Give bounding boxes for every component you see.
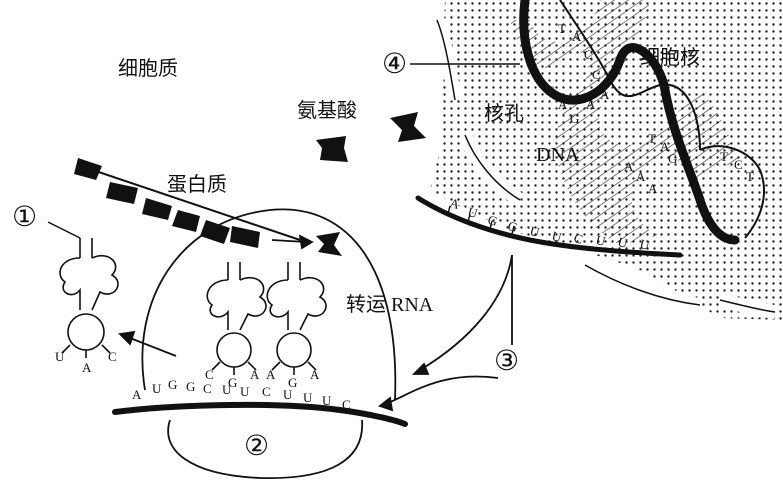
cytoplasm-mrna-base: C (203, 381, 212, 396)
dna-helix (510, 0, 765, 245)
trna-left-base: U (55, 349, 65, 364)
cytoplasm-mrna-base: U (322, 393, 332, 408)
dna-base: A (558, 97, 568, 112)
marker-4: ④ (382, 47, 408, 80)
cytoplasm-mrna-base: U (283, 387, 293, 402)
nuclear-mrna-strand (415, 195, 683, 258)
cytoplasm-mrna-base: G (186, 379, 196, 394)
trna-left-base: C (108, 349, 117, 364)
dna-base: A (572, 29, 582, 44)
nuclear-envelope (430, 17, 777, 319)
trna-left-base: A (82, 360, 92, 375)
dna-base: A (600, 87, 610, 102)
trna-middle-base: A (250, 367, 260, 382)
dna-base: A (624, 159, 634, 174)
marker-3: ③ (494, 344, 520, 377)
dna-base: T (720, 149, 728, 164)
marker-1: ① (12, 200, 38, 233)
dna-base: C (546, 83, 555, 98)
cytoplasm-mrna-base: U (240, 384, 250, 399)
arrows (118, 234, 513, 412)
trna-right-base: A (310, 367, 320, 382)
cytoplasm-mrna-base: A (132, 387, 142, 402)
dna-base: A (586, 97, 596, 112)
cytoplasm-mrna-base: C (262, 384, 271, 399)
cytoplasm-mrna-base: U (222, 382, 232, 397)
trna-middle (206, 262, 267, 375)
cytoplasm-mrna-base: G (168, 377, 178, 392)
cytoplasm-mrna-strand (112, 401, 408, 427)
nucleus-label: 细胞核 (640, 45, 700, 69)
ribosome (141, 208, 397, 479)
dna-base: A (636, 169, 646, 184)
amino-acid-label: 氨基酸 (297, 98, 357, 122)
dna-base: C (584, 47, 593, 62)
dna-base: T (648, 131, 656, 146)
leader-lines (47, 63, 520, 239)
trna-right (266, 262, 327, 375)
polypeptide-chain (74, 158, 301, 248)
dna-base: T (558, 21, 566, 36)
cytoplasm-mrna-base: C (342, 397, 351, 412)
nuclear-mrna-bases-stubs (447, 205, 515, 235)
marker-2: ② (244, 429, 270, 462)
ribosome-large-subunit (141, 208, 397, 401)
trna-right-base: A (266, 367, 276, 382)
ribosome-small-subunit (167, 419, 363, 479)
trna-middle-base: C (205, 367, 214, 382)
cytoplasm-mrna-base: U (152, 381, 162, 396)
dna-base: G (668, 151, 678, 166)
free-amino-acids (316, 112, 426, 256)
trna-right-base: G (288, 375, 298, 390)
dna-label: DNA (536, 144, 580, 166)
dna-base: G (570, 111, 580, 126)
protein-label: 蛋白质 (167, 172, 227, 196)
trna-middle-base: G (228, 375, 238, 390)
dna-base: A (660, 139, 670, 154)
nuclear-pore-label: 核孔 (484, 101, 524, 125)
cytoplasm-label: 细胞质 (118, 56, 178, 80)
dna-base: C (734, 157, 743, 172)
trna-left (59, 238, 119, 358)
dna-base: A (648, 181, 658, 196)
dna-base: C (592, 67, 601, 82)
dna-base: T (746, 169, 754, 184)
cytoplasm-mrna-base: U (303, 390, 313, 405)
trna-label: 转运 RNA (346, 294, 434, 316)
